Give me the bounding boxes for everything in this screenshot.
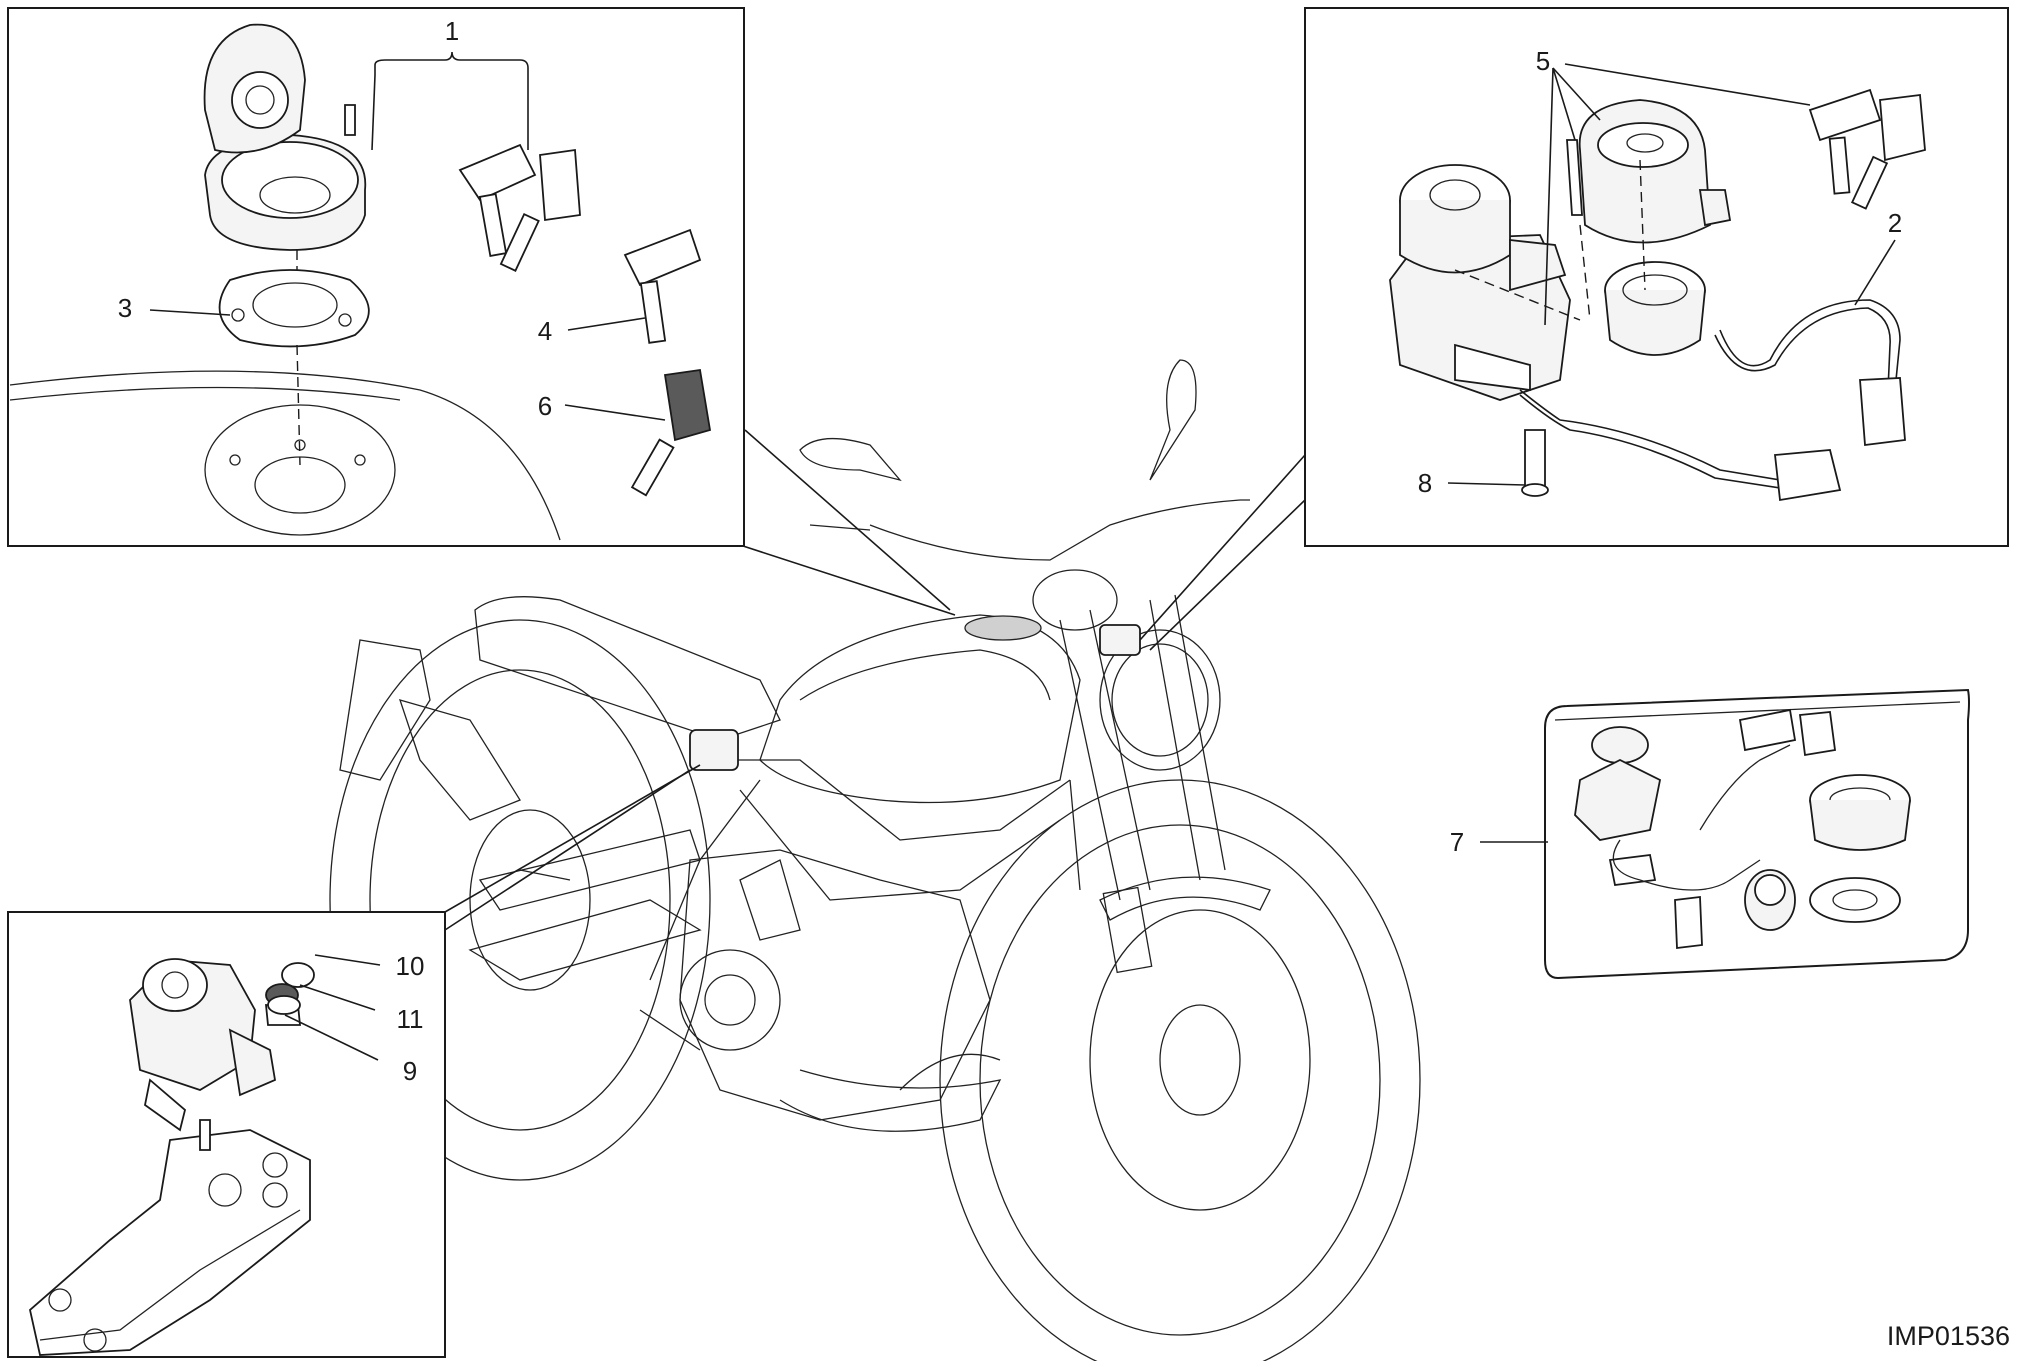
- callout-4: 4: [538, 316, 552, 346]
- callout-11: 11: [397, 1004, 424, 1034]
- callout-8: 8: [1418, 468, 1432, 498]
- lock-kit-detail-box: [1480, 688, 1970, 980]
- callout-7: 7: [1450, 827, 1464, 857]
- ignition-switch-detail-box: [1304, 7, 2009, 547]
- fuel-cap-detail-box: [7, 7, 745, 547]
- callout-10: 10: [396, 951, 425, 981]
- callout-labels: 1 2 3 4 5 6 7 8 9 10 11: [118, 16, 1902, 1086]
- diagram-code: IMP01536: [1887, 1321, 2010, 1351]
- callout-5: 5: [1536, 46, 1550, 76]
- seat-lock-detail-box: [7, 911, 446, 1358]
- motorcycle-illustration: [329, 359, 1421, 1361]
- callout-9: 9: [403, 1056, 417, 1086]
- callout-3: 3: [118, 293, 132, 323]
- callout-2: 2: [1888, 208, 1902, 238]
- callout-6: 6: [538, 391, 552, 421]
- callout-1: 1: [445, 16, 459, 46]
